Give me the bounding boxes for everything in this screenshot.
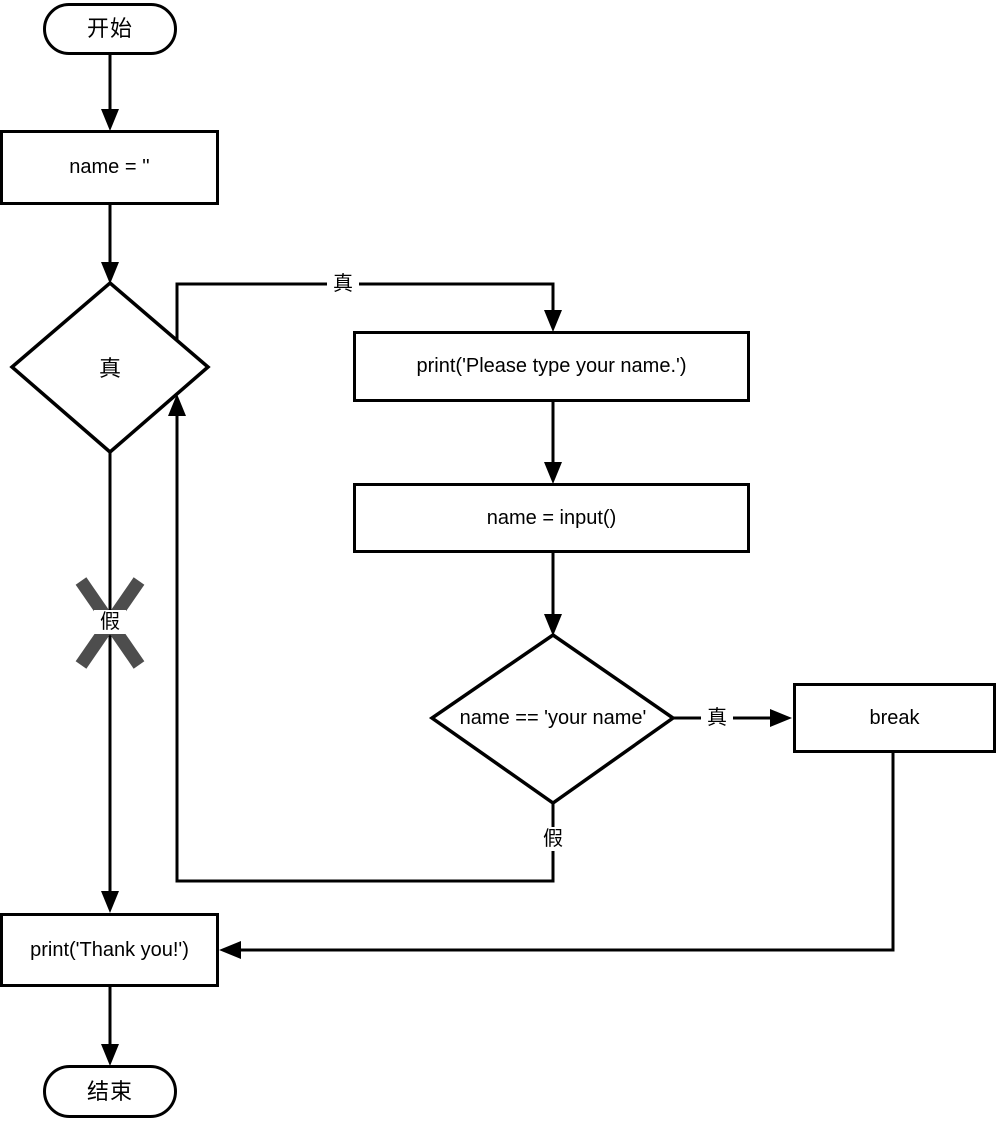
arrowhead-up-icon xyxy=(168,394,186,416)
end-label: 结束 xyxy=(86,1078,133,1104)
init-name-label: name = '' xyxy=(69,156,150,178)
arrowhead-down-icon xyxy=(544,462,562,484)
while-condition-diamond xyxy=(9,280,211,455)
arrowhead-down-icon xyxy=(544,614,562,636)
print-thanks-label: print('Thank you!') xyxy=(30,938,189,961)
arrowhead-down-icon xyxy=(101,262,119,284)
end-node: 结束 xyxy=(43,1065,177,1118)
arrowhead-down-icon xyxy=(544,310,562,332)
input-name-label: name = input() xyxy=(486,506,617,529)
arrowhead-left-icon xyxy=(219,941,241,959)
arrowhead-down-icon xyxy=(101,1044,119,1066)
edge-while-true-to-print xyxy=(175,282,555,340)
break-label: break xyxy=(869,706,920,729)
edge-label-check-false: 假 xyxy=(537,827,569,851)
edge-label-while-false: 假 xyxy=(94,610,126,634)
break-node: break xyxy=(793,683,996,753)
print-thanks-node: print('Thank you!') xyxy=(0,913,219,987)
arrowhead-right-icon xyxy=(770,709,792,727)
arrowhead-down-icon xyxy=(101,891,119,913)
arrowhead-down-icon xyxy=(101,109,119,131)
name-check-diamond xyxy=(428,632,677,806)
input-name-node: name = input() xyxy=(353,483,750,553)
edge-label-check-true: 真 xyxy=(701,706,733,730)
edge-break-to-thanks xyxy=(238,753,895,952)
start-label: 开始 xyxy=(86,16,133,42)
print-prompt-node: print('Please type your name.') xyxy=(353,331,750,402)
print-prompt-label: print('Please type your name.') xyxy=(416,355,687,377)
init-name-node: name = '' xyxy=(0,130,219,205)
edge-label-while-true: 真 xyxy=(327,272,359,296)
start-node: 开始 xyxy=(43,3,177,55)
